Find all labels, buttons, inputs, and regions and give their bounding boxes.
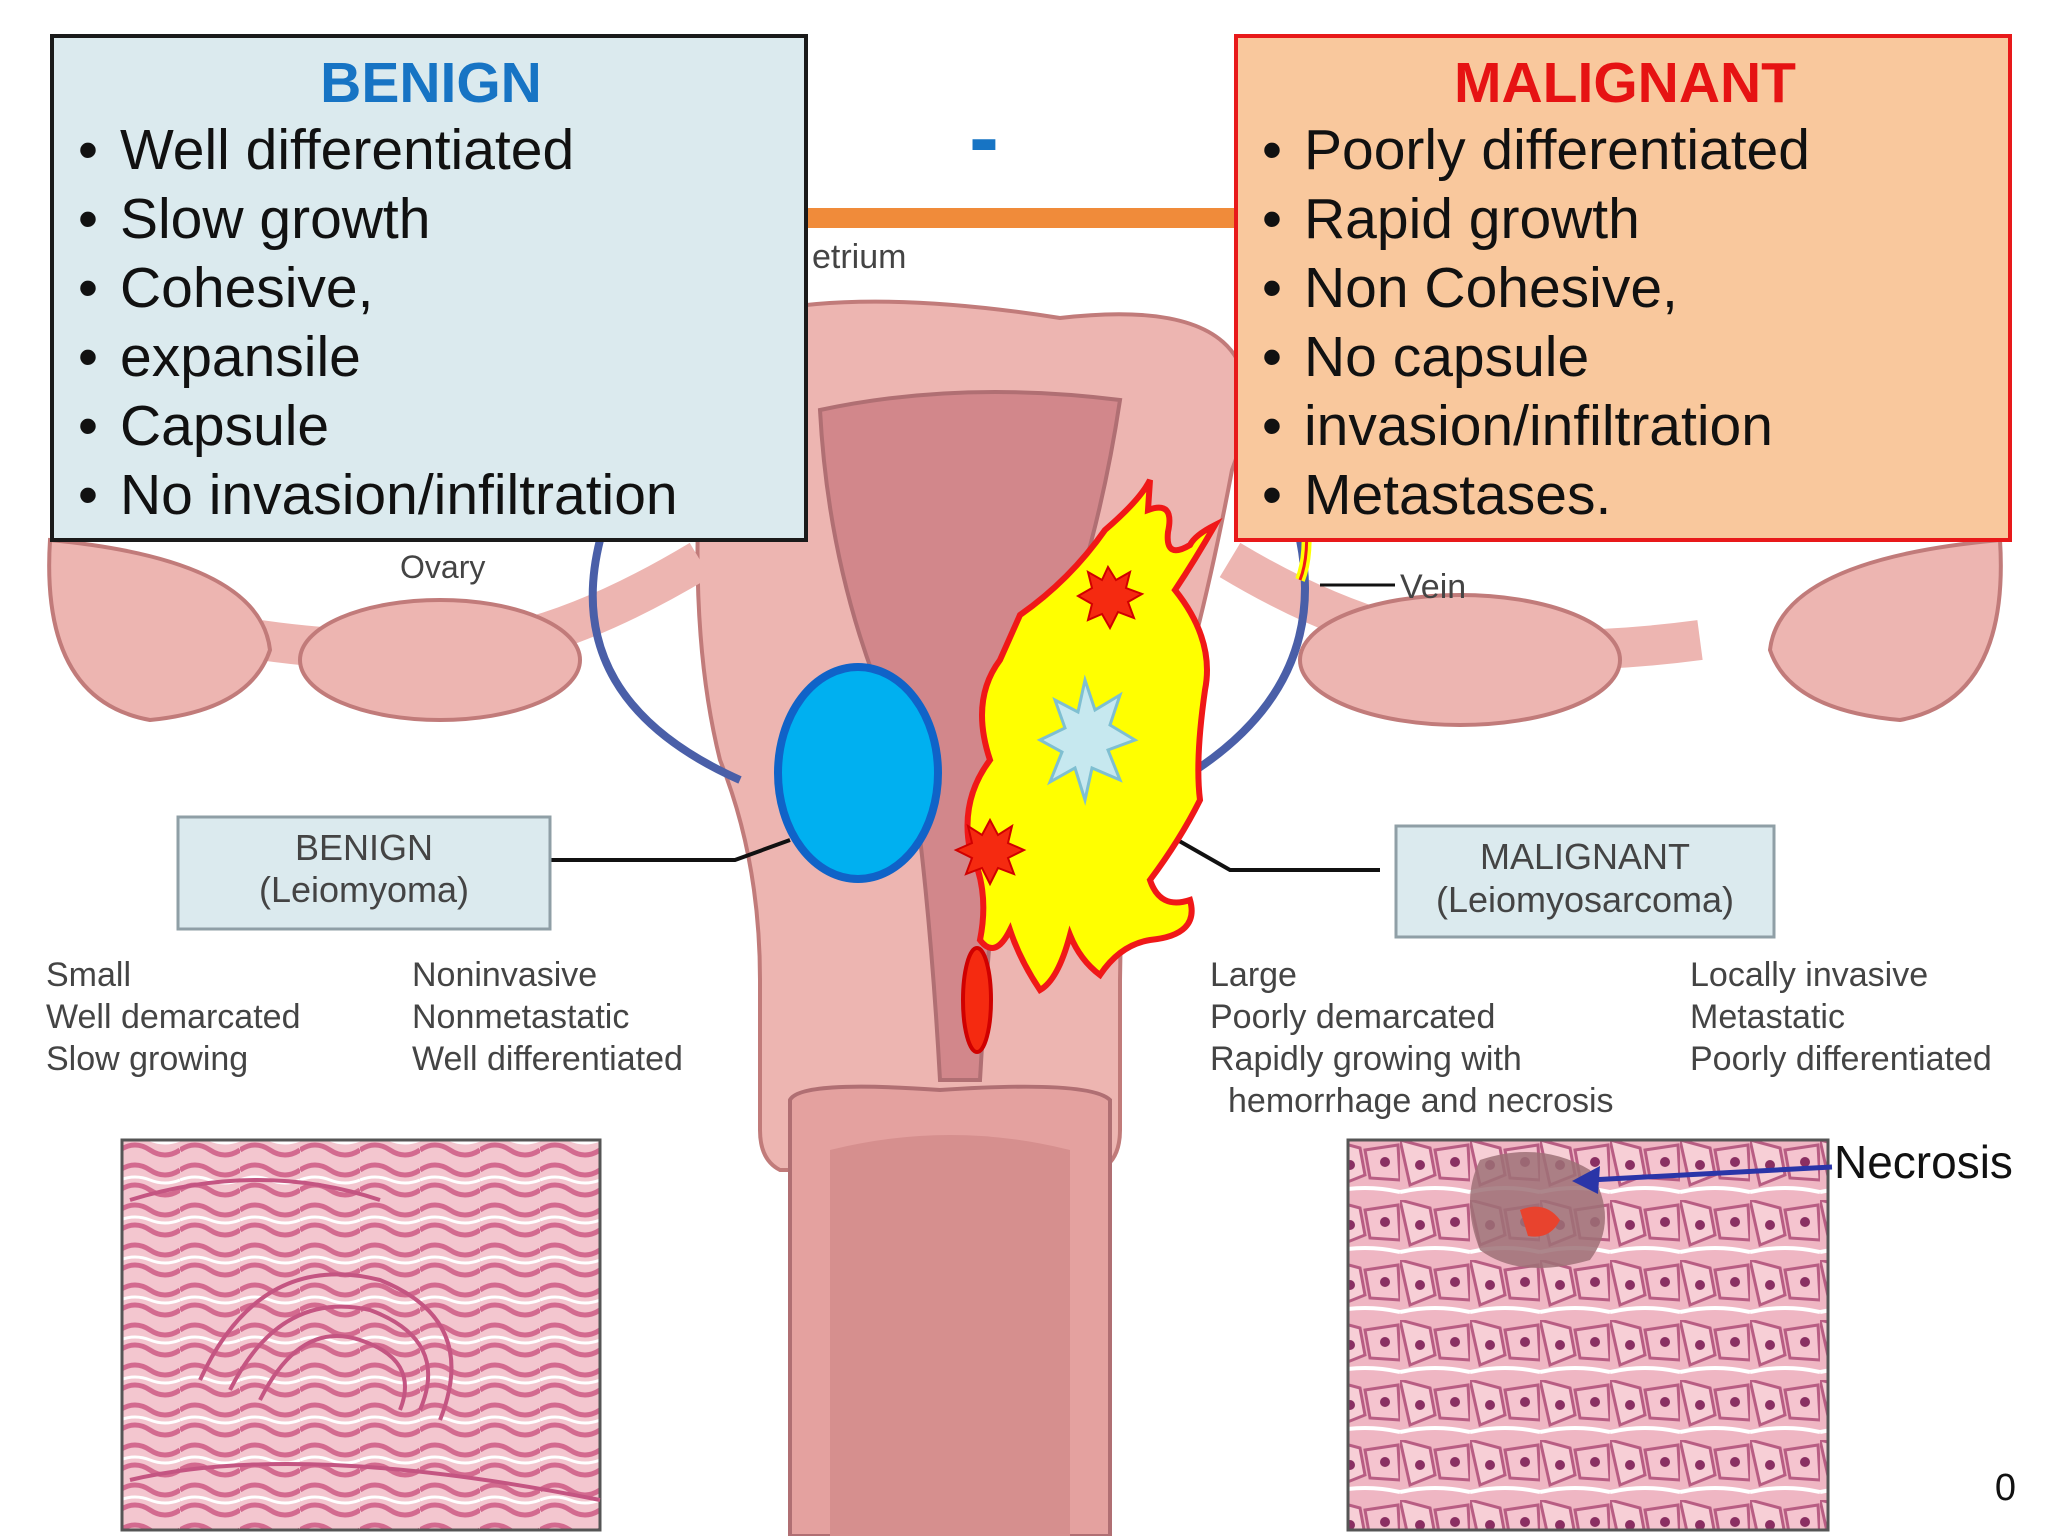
benign-label-line2: (Leiomyoma): [259, 869, 469, 910]
malignant-features-col1: Large Poorly demarcated Rapidly growing …: [1210, 956, 1614, 1120]
malignant-box-title: MALIGNANT: [1454, 51, 1796, 115]
bullet: •: [1262, 256, 1282, 320]
benign-feature-item: •Well differentiated: [78, 116, 784, 185]
benign-diagram-label: [176, 815, 552, 931]
benign-feature-item: •No invasion/infiltration: [78, 461, 784, 530]
left-fimbriae: [47, 537, 273, 723]
necrosis-arrow: [1589, 1164, 1833, 1183]
page-number: 0: [1994, 1467, 2016, 1509]
bullet: •: [78, 256, 98, 320]
benign-box-title: BENIGN: [320, 51, 542, 115]
malignant-summary-box: MALIGNANT •Poorly differentiated •Rapid …: [1234, 34, 2012, 542]
malignant-label-line1: MALIGNANT: [1480, 836, 1690, 877]
bullet: •: [78, 394, 98, 458]
malignant-feature-item: •No capsule: [1262, 323, 1988, 392]
malignant-diagram-label: [1394, 824, 1776, 939]
malignant-feature-item: •Non Cohesive,: [1262, 254, 1988, 323]
necrosis-label: Necrosis: [1834, 1136, 2013, 1188]
benign-whorls: [129, 1178, 601, 1502]
malignant-label-line2: (Leiomyosarcoma): [1436, 879, 1734, 920]
benign-feature-item: •Cohesive,: [78, 254, 784, 323]
orange-bar: [808, 208, 1238, 228]
benign-summary-box: BENIGN •Well differentiated •Slow growth…: [50, 34, 808, 542]
label-endometrium: etrium: [812, 238, 906, 276]
benign-feature-item: •Slow growth: [78, 185, 784, 254]
bullet: •: [78, 325, 98, 389]
vaginal-canal: [830, 1135, 1070, 1536]
malignant-feature-item: •Poorly differentiated: [1262, 116, 1988, 185]
benign-connector: [550, 838, 791, 862]
malignant-features-col2: Locally invasive Metastatic Poorly diffe…: [1690, 956, 1992, 1078]
hemorrhage-starburst: [1075, 564, 1145, 631]
label-vein: Vein: [1400, 568, 1466, 606]
center-dash: -: [969, 88, 999, 188]
malignant-feature-item: •Metastases.: [1262, 461, 1988, 530]
malignant-connector: [1159, 828, 1380, 872]
benign-features-col2: Noninvasive Nonmetastatic Well different…: [412, 956, 683, 1078]
benign-histology-image: [120, 1138, 602, 1532]
bullet: •: [78, 187, 98, 251]
left-vein: [588, 539, 742, 784]
malignant-feature-item: •invasion/infiltration: [1262, 392, 1988, 461]
bullet: •: [78, 463, 98, 527]
malignant-feature-list: •Poorly differentiated •Rapid growth •No…: [1262, 116, 1988, 530]
benign-feature-item: •expansile: [78, 323, 784, 392]
necrosis-hemorrhage: [1520, 1206, 1560, 1237]
bullet: •: [1262, 325, 1282, 389]
left-ovary: [298, 598, 582, 722]
right-fimbriae: [1767, 537, 2003, 723]
benign-feature-list: •Well differentiated •Slow growth •Cohes…: [78, 116, 784, 530]
benign-feature-item: •Capsule: [78, 392, 784, 461]
right-ovary: [1298, 593, 1622, 727]
necrosis-starburst: [1036, 674, 1139, 806]
tumor-drip: [961, 946, 993, 1054]
bullet: •: [1262, 394, 1282, 458]
hemorrhage-starburst: [953, 817, 1027, 887]
benign-label-line1: BENIGN: [295, 827, 433, 868]
label-ovary: Ovary: [400, 549, 485, 585]
malignant-feature-item: •Rapid growth: [1262, 185, 1988, 254]
benign-tumor-shape: [774, 663, 942, 883]
benign-features-col1: Small Well demarcated Slow growing: [46, 956, 310, 1078]
bullet: •: [1262, 463, 1282, 527]
necrosis-arrow-head: [1572, 1166, 1600, 1194]
bullet: •: [1262, 118, 1282, 182]
bullet: •: [78, 118, 98, 182]
bullet: •: [1262, 187, 1282, 251]
